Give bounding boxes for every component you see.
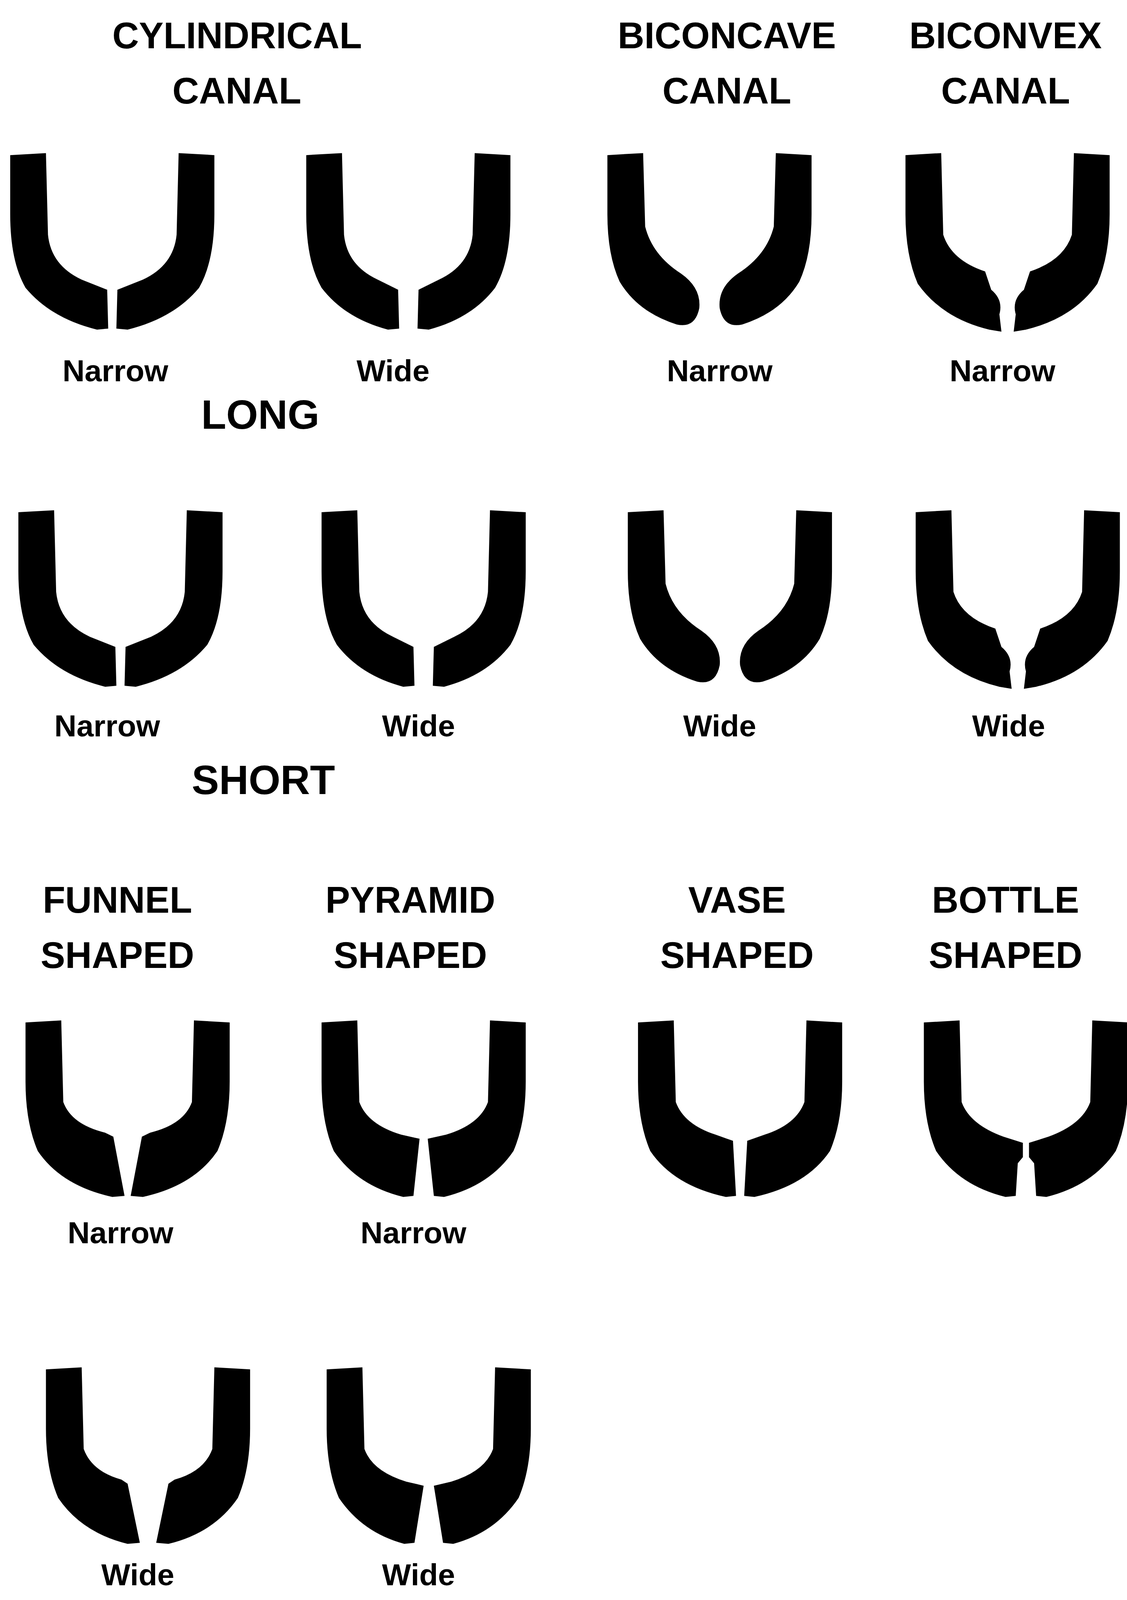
size-label: Narrow [666, 352, 773, 390]
size-label: Wide [382, 707, 456, 745]
column-heading: BOTTLE SHAPED [928, 872, 1083, 984]
group-label: LONG [201, 389, 320, 440]
column-heading: BICONCAVE CANAL [617, 8, 836, 119]
column-heading: BICONVEX CANAL [909, 8, 1102, 119]
group-label: SHORT [191, 755, 336, 805]
column-heading: CYLINDRICAL CANAL [112, 8, 362, 119]
column-heading: VASE SHAPED [660, 872, 814, 984]
column-heading: PYRAMID SHAPED [325, 872, 496, 984]
size-label: Wide [682, 707, 757, 745]
size-label: Narrow [62, 352, 169, 390]
size-label: Wide [382, 1556, 456, 1594]
size-label: Wide [101, 1556, 175, 1594]
size-label: Narrow [54, 707, 161, 745]
size-label: Narrow [949, 352, 1055, 390]
column-heading: FUNNEL SHAPED [40, 872, 194, 984]
size-label: Narrow [360, 1214, 467, 1252]
size-label: Wide [971, 707, 1046, 745]
size-label: Wide [356, 352, 430, 390]
size-label: Narrow [67, 1214, 174, 1252]
